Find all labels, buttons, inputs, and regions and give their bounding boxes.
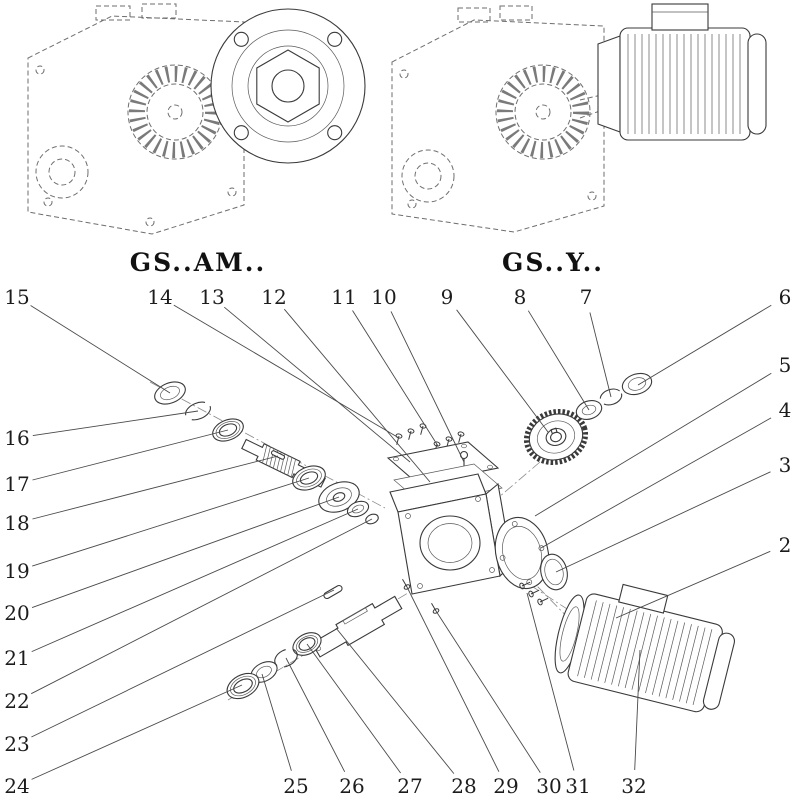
exploded-view: [149, 372, 736, 713]
motor-end-cap: [747, 33, 767, 135]
motor-end-cap: [702, 632, 736, 710]
callout-29: 29: [493, 774, 519, 798]
leader-line-26: [285, 657, 346, 773]
leader-line-11: [352, 310, 439, 447]
leader-line-4: [540, 417, 772, 549]
leader-line-20: [31, 496, 340, 609]
callout-14: 14: [147, 285, 173, 309]
leader-line-18: [32, 455, 279, 520]
callout-23: 23: [4, 732, 30, 756]
leader-line-29: [406, 586, 500, 772]
circlip: [185, 401, 211, 421]
leader-line-7: [589, 312, 612, 398]
callout-20: 20: [4, 601, 30, 625]
leader-line-23: [31, 589, 335, 738]
callout-21: 21: [4, 646, 30, 670]
axis-line: [529, 584, 579, 617]
callout-16: 16: [4, 426, 30, 450]
gearbox-flange-drawing: [27, 3, 366, 235]
gearbox-motor-drawing: [391, 3, 767, 233]
leader-line-10: [390, 311, 465, 463]
callout-27: 27: [397, 774, 423, 798]
callout-30: 30: [536, 774, 562, 798]
adapter-ring: [540, 553, 568, 591]
callout-24: 24: [4, 774, 30, 798]
callout-3: 3: [778, 453, 792, 477]
worm-wheel-hatch: [497, 66, 589, 158]
leader-line-13: [224, 306, 411, 463]
motor-cooling-fins: [577, 600, 713, 706]
callout-15: 15: [4, 285, 30, 309]
output-shaft: [311, 595, 403, 658]
leader-line-16: [32, 410, 199, 437]
leader-line-6: [637, 304, 772, 386]
leader-line-17: [32, 429, 229, 481]
output-flange-disc: [210, 8, 366, 164]
motor-drawing: [597, 3, 767, 141]
oil-seal: [621, 372, 653, 396]
leader-line-15: [30, 305, 171, 394]
callout-11: 11: [331, 285, 357, 309]
motor-cooling-fins: [627, 34, 741, 134]
leader-line-32: [634, 649, 641, 771]
motor-terminal-box: [651, 3, 709, 31]
output-flange: [494, 516, 550, 590]
variant-label-gs-y: GS..Y..: [502, 248, 604, 277]
leader-line-2: [615, 550, 771, 619]
callout-4: 4: [778, 398, 792, 422]
leader-line-30: [435, 610, 541, 773]
callout-2: 2: [778, 533, 792, 557]
washer: [226, 672, 260, 700]
key: [270, 450, 286, 460]
callout-31: 31: [565, 774, 591, 798]
callout-7: 7: [579, 285, 593, 309]
leader-line-24: [31, 684, 243, 780]
worm-wheel-hatch: [129, 66, 221, 158]
callout-10: 10: [371, 285, 397, 309]
callout-8: 8: [513, 285, 527, 309]
variant-label-gs-am: GS..AM..: [129, 248, 267, 277]
callout-17: 17: [4, 472, 30, 496]
callout-12: 12: [261, 285, 287, 309]
callout-6: 6: [778, 285, 792, 309]
leader-line-12: [283, 308, 431, 483]
callout-9: 9: [440, 285, 454, 309]
leader-line-31: [526, 592, 575, 771]
callout-22: 22: [4, 689, 30, 713]
leader-line-9: [456, 309, 549, 433]
key: [323, 584, 343, 600]
callout-18: 18: [4, 511, 30, 535]
leader-line-3: [555, 471, 771, 573]
leader-line-25: [261, 673, 292, 771]
callout-19: 19: [4, 559, 30, 583]
callout-32: 32: [621, 774, 647, 798]
leader-line-19: [32, 477, 310, 567]
leader-line-21: [31, 508, 359, 653]
callout-13: 13: [199, 285, 225, 309]
callout-26: 26: [339, 774, 365, 798]
motor: [554, 583, 736, 713]
leader-line-14: [173, 304, 400, 439]
leader-line-22: [30, 518, 373, 695]
callout-5: 5: [778, 353, 792, 377]
callout-28: 28: [451, 774, 477, 798]
leader-line-5: [534, 372, 772, 517]
leader-line-28: [335, 627, 455, 774]
leader-line-27: [306, 643, 401, 774]
leader-line-8: [527, 310, 590, 411]
callout-25: 25: [283, 774, 309, 798]
